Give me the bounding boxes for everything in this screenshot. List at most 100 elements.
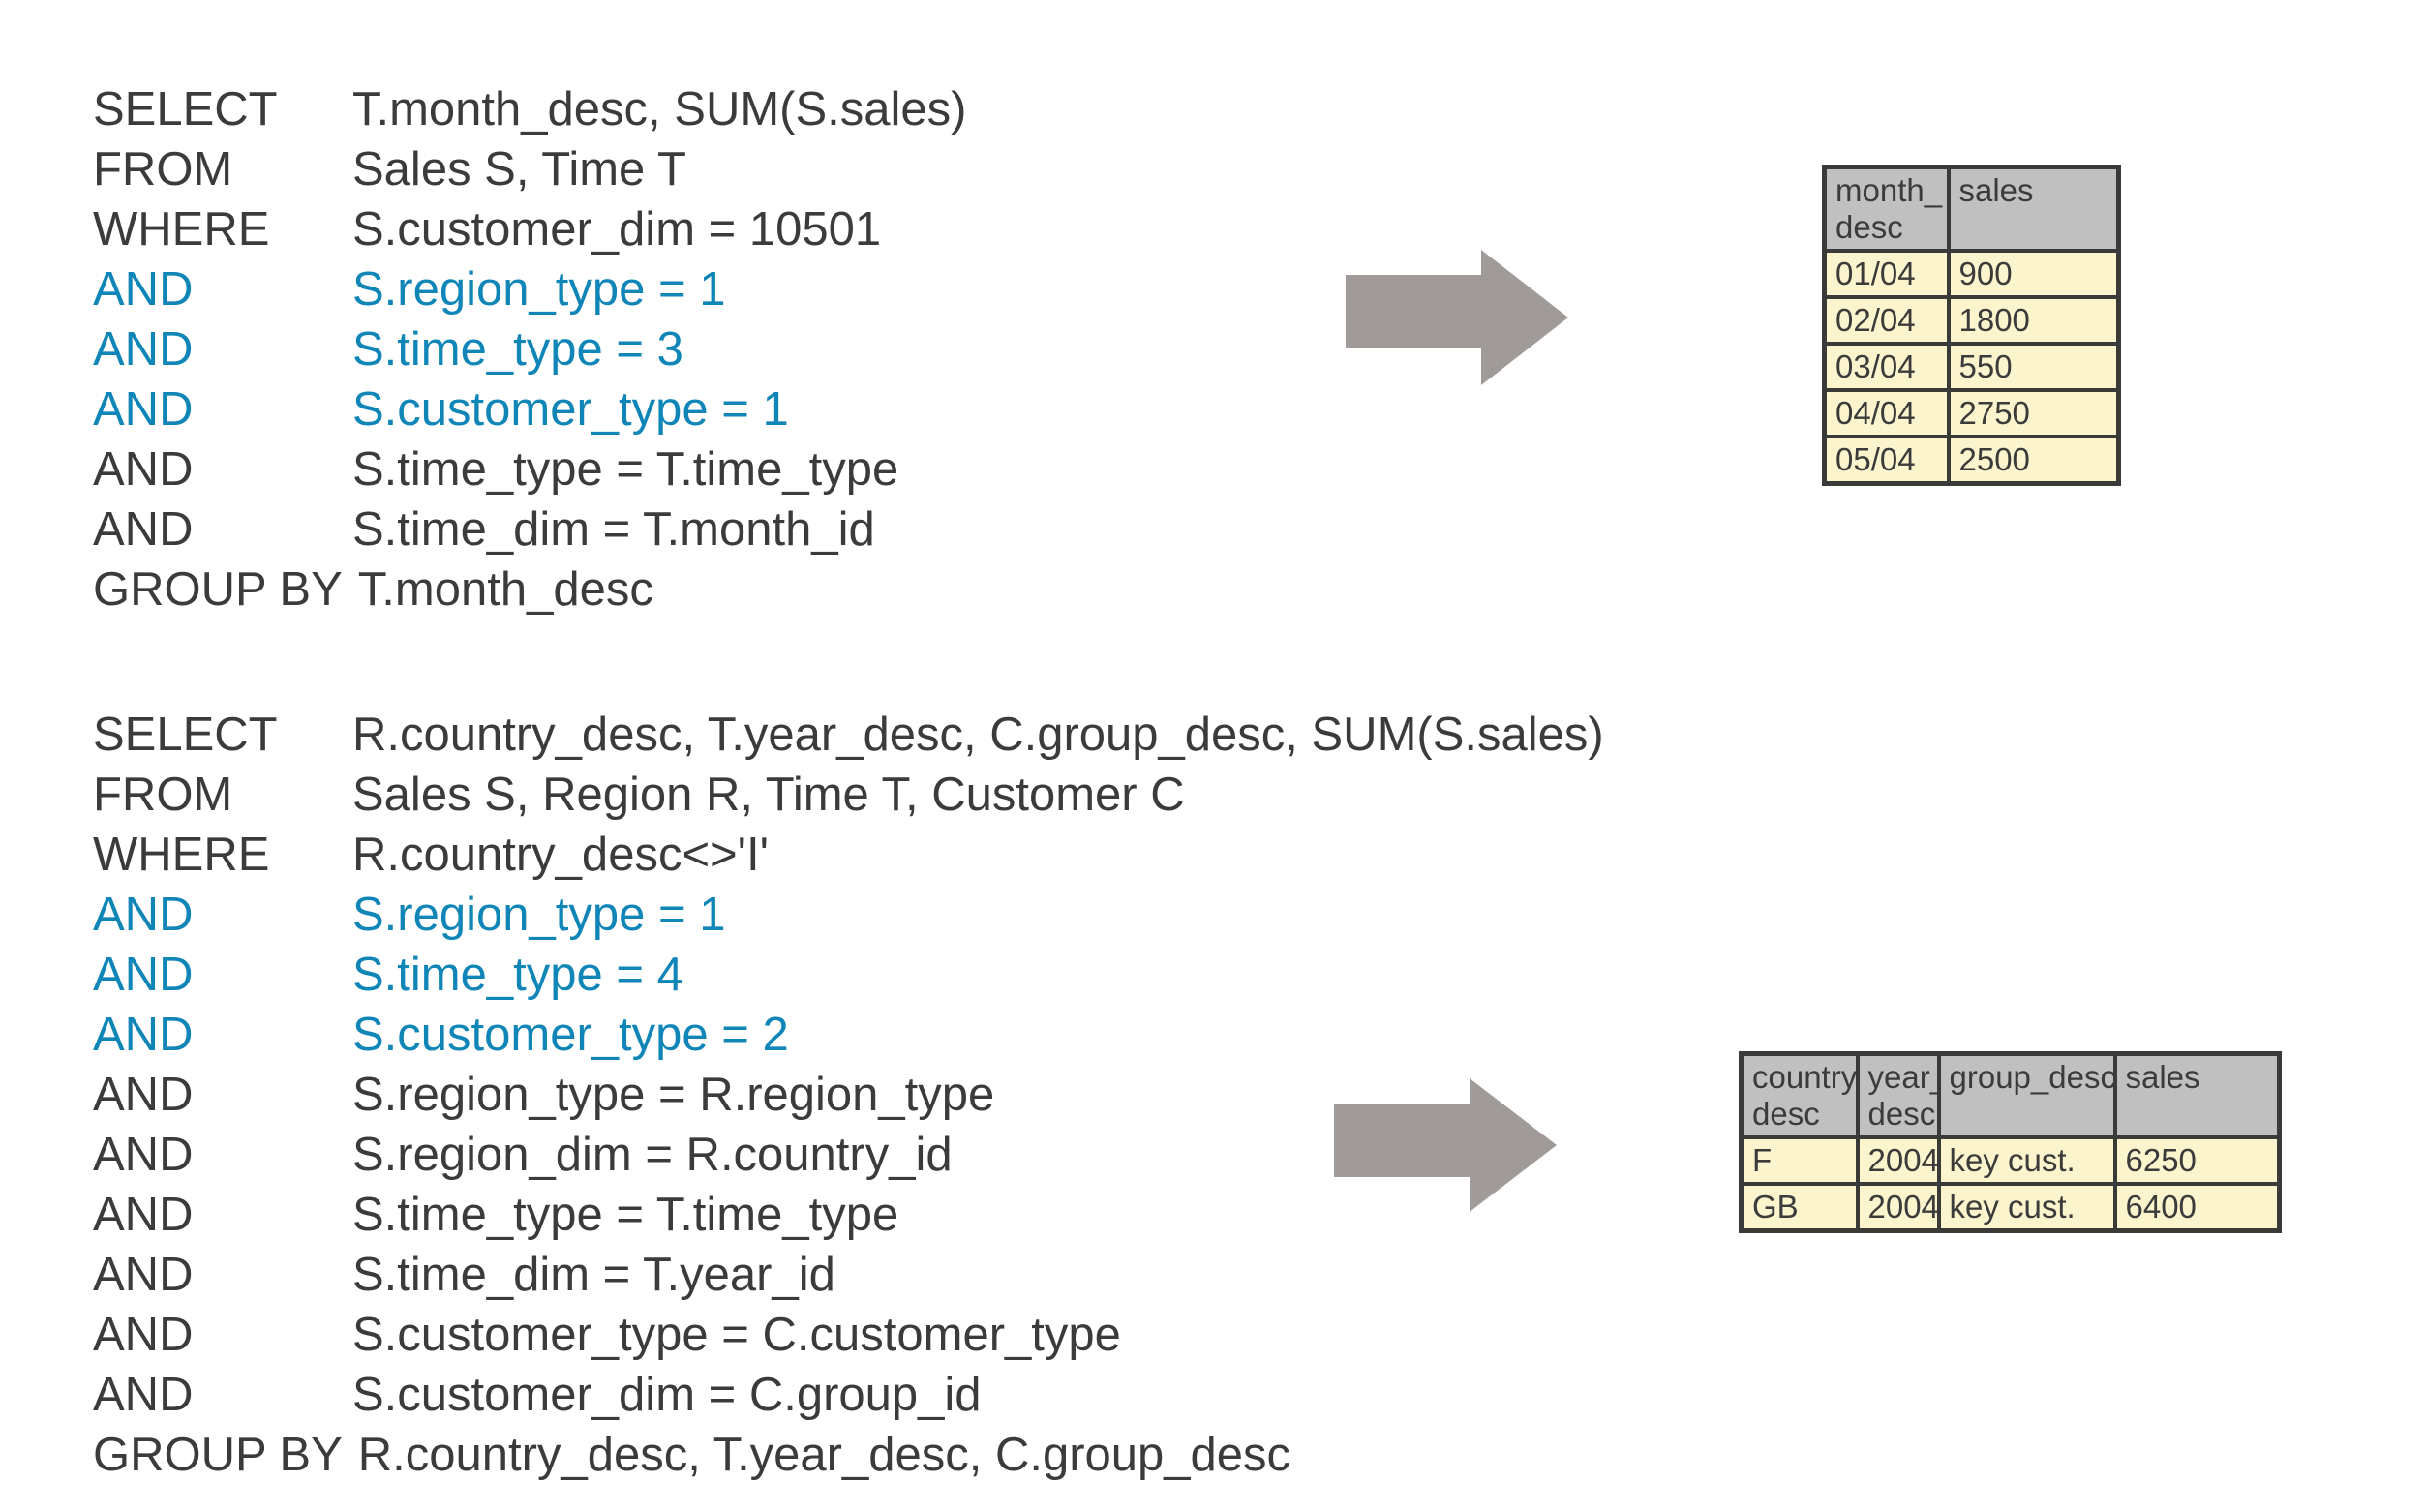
sql-line: AND S.time_type = 4: [93, 945, 1604, 1005]
sql-expression: S.region_type = 1: [352, 889, 726, 941]
sql-keyword: AND: [93, 1009, 194, 1061]
arrow-head: [1481, 250, 1568, 385]
sql-expression: R.country_desc, T.year_desc, C.group_des…: [352, 709, 1604, 761]
sql-line: AND S.region_type = 1: [93, 259, 967, 319]
sql-line: AND S.time_type = 3: [93, 319, 967, 379]
sql-keyword: AND: [93, 503, 194, 556]
table-cell: GB: [1739, 1182, 1860, 1233]
sql-line: WHERE S.customer_dim = 10501: [93, 199, 967, 259]
column-header: sales: [2112, 1051, 2282, 1139]
table-cell: 01/04: [1822, 249, 1951, 299]
sql-keyword: WHERE: [93, 203, 270, 256]
sql-keyword: AND: [93, 263, 194, 316]
sql-line: AND S.region_type = 1: [93, 885, 1604, 945]
sql-expression: S.region_dim = R.country_id: [352, 1129, 953, 1181]
sql-line: AND S.time_type = T.time_type: [93, 1185, 1604, 1245]
sql-line: AND S.time_type = T.time_type: [93, 439, 967, 499]
sql-expression: S.customer_type = 1: [352, 383, 789, 436]
table-cell: key cust.: [1936, 1182, 2117, 1233]
sql-expression: S.region_type = R.region_type: [352, 1069, 995, 1121]
table-cell: 900: [1946, 249, 2121, 299]
sql-keyword: AND: [93, 1249, 194, 1301]
sql-line: AND S.customer_type = 2: [93, 1005, 1604, 1065]
sql-expression: S.time_type = T.time_type: [352, 443, 899, 496]
sql-keyword: AND: [93, 1069, 194, 1121]
arrow-head: [1470, 1078, 1557, 1212]
sql-query-block-1: SELECT T.month_desc, SUM(S.sales) FROM Sale…: [93, 79, 967, 620]
sql-expression: S.customer_dim = C.group_id: [352, 1369, 982, 1421]
table-cell: 2500: [1946, 435, 2121, 486]
arrow-shaft: [1334, 1104, 1477, 1177]
sql-expression: T.month_desc, SUM(S.sales): [352, 83, 967, 136]
sql-keyword: SELECT: [93, 83, 278, 136]
sql-expression: S.time_type = T.time_type: [352, 1189, 899, 1241]
sql-expression: S.time_dim = T.year_id: [352, 1249, 835, 1301]
sql-keyword: WHERE: [93, 829, 270, 881]
sql-expression: R.country_desc, T.year_desc, C.group_des…: [357, 1429, 1291, 1481]
sql-expression: S.time_type = 4: [352, 949, 683, 1001]
sql-line: SELECT T.month_desc, SUM(S.sales): [93, 79, 967, 139]
sql-line: WHERE R.country_desc<>'I': [93, 825, 1604, 885]
table-cell: 550: [1946, 342, 2121, 392]
sql-expression: S.customer_type = C.customer_type: [352, 1309, 1121, 1361]
sql-line: AND S.customer_dim = C.group_id: [93, 1365, 1604, 1425]
sql-line: SELECT R.country_desc, T.year_desc, C.gro…: [93, 705, 1604, 765]
table-cell: 03/04: [1822, 342, 1951, 392]
sql-expression: S.time_type = 3: [352, 323, 683, 376]
table-cell: 2750: [1946, 388, 2121, 438]
sql-expression: S.customer_type = 2: [352, 1009, 789, 1061]
sql-query-block-2: SELECT R.country_desc, T.year_desc, C.gro…: [93, 705, 1604, 1485]
sql-line: GROUP BY T.month_desc: [93, 559, 967, 620]
table-cell: 1800: [1946, 295, 2121, 346]
sql-expression: S.time_dim = T.month_id: [352, 503, 875, 556]
sql-keyword: FROM: [93, 769, 233, 821]
sql-line: AND S.region_type = R.region_type: [93, 1065, 1604, 1125]
sql-expression: S.region_type = 1: [352, 263, 726, 316]
sql-keyword: AND: [93, 443, 194, 496]
sql-expression: S.customer_dim = 10501: [352, 203, 882, 256]
right-block-arrow-icon-2: [1334, 1078, 1557, 1212]
column-header: sales: [1946, 165, 2121, 253]
sql-expression: T.month_desc: [357, 563, 653, 616]
sql-keyword: AND: [93, 889, 194, 941]
table-cell: 6250: [2112, 1135, 2282, 1186]
table-cell: 2004: [1855, 1182, 1941, 1233]
sql-expression: Sales S, Time T: [352, 143, 686, 196]
sql-keyword: SELECT: [93, 709, 278, 761]
sql-expression: R.country_desc<>'I': [352, 829, 769, 881]
column-header: country_desc: [1739, 1051, 1860, 1139]
sql-keyword: AND: [93, 1309, 194, 1361]
table-cell: 04/04: [1822, 388, 1951, 438]
sql-keyword: AND: [93, 949, 194, 1001]
table-cell: F: [1739, 1135, 1860, 1186]
sql-line: AND S.time_dim = T.year_id: [93, 1245, 1604, 1305]
sql-keyword: AND: [93, 1189, 194, 1241]
sql-keyword: AND: [93, 323, 194, 376]
sql-expression: Sales S, Region R, Time T, Customer C: [352, 769, 1185, 821]
column-header: group_desc: [1936, 1051, 2117, 1139]
table-cell: 05/04: [1822, 435, 1951, 486]
table-cell: 2004: [1855, 1135, 1941, 1186]
column-header: month_desc: [1822, 165, 1951, 253]
sql-keyword: AND: [93, 1369, 194, 1421]
right-block-arrow-icon-1: [1346, 250, 1568, 385]
sql-keyword: FROM: [93, 143, 233, 196]
sql-keyword: GROUP BY: [93, 563, 343, 616]
sql-line: FROM Sales S, Region R, Time T, Customer …: [93, 765, 1604, 825]
sql-line: AND S.time_dim = T.month_id: [93, 499, 967, 559]
